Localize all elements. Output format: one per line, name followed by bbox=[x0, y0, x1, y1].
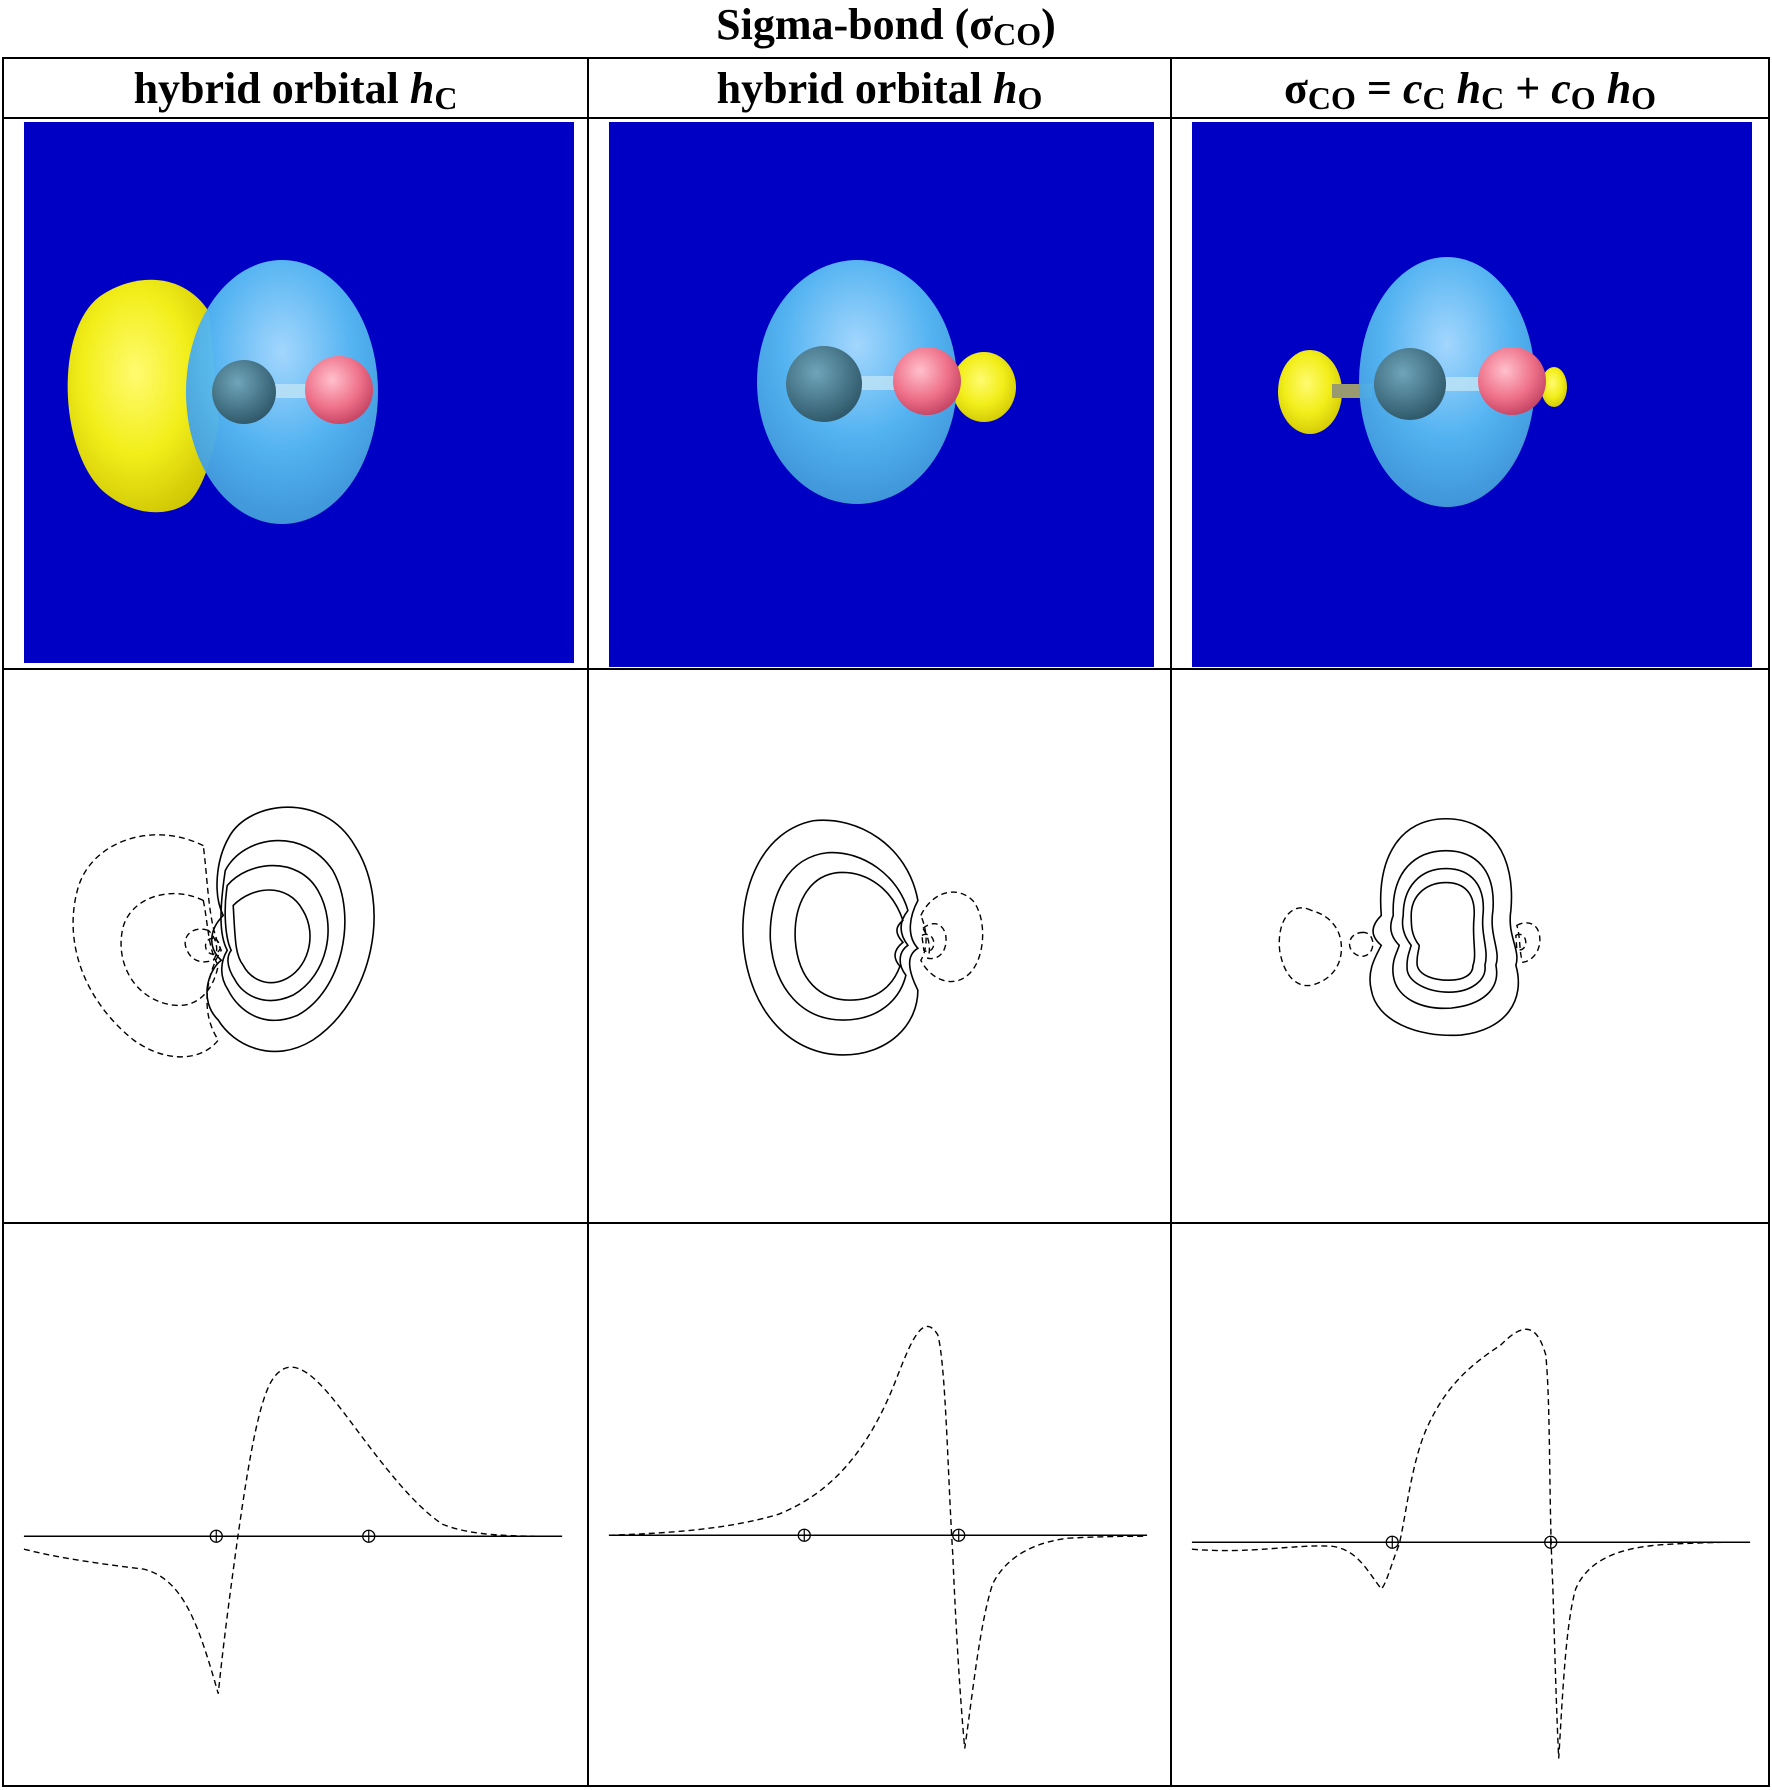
profile-cell-hc bbox=[2, 1222, 589, 1787]
contour-plot-sigma bbox=[1278, 817, 1541, 1036]
positive-contour bbox=[1369, 817, 1520, 1036]
positive-contour bbox=[794, 871, 905, 1001]
contour-row bbox=[2, 667, 1770, 1225]
positive-contour bbox=[220, 839, 346, 1021]
contour-plot-ho bbox=[742, 819, 984, 1056]
positive-contour bbox=[1410, 881, 1476, 981]
header-hybrid-c: hybrid orbital hC bbox=[2, 56, 589, 120]
contour-cell-ho bbox=[587, 667, 1172, 1225]
oxygen-atom bbox=[305, 356, 373, 425]
profile-cell-sigma bbox=[1170, 1222, 1770, 1787]
header-sigma-combination: σCO = cC hC + cO hO bbox=[1170, 56, 1770, 120]
isosurface-cell-sigma bbox=[1170, 117, 1770, 670]
negative-contour bbox=[1348, 931, 1374, 957]
header-hybrid-o: hybrid orbital hO bbox=[587, 56, 1172, 120]
isosurface-hc bbox=[67, 260, 378, 525]
isosurface-cell-ho bbox=[587, 117, 1172, 670]
carbon-atom bbox=[212, 360, 276, 425]
negative-contour bbox=[920, 891, 984, 982]
isosurface-row bbox=[2, 117, 1770, 670]
negative-contour bbox=[120, 892, 220, 1006]
positive-contour bbox=[742, 819, 920, 1056]
amplitude-curve bbox=[23, 1366, 563, 1695]
positive-contour bbox=[1401, 867, 1487, 993]
positive-contour bbox=[769, 851, 910, 1021]
contour-cell-hc bbox=[2, 667, 589, 1225]
carbon-atom bbox=[1374, 348, 1446, 421]
negative-contour bbox=[204, 937, 221, 955]
render-background bbox=[1192, 122, 1752, 668]
profile-plot-hc bbox=[23, 1366, 563, 1695]
positive-contour bbox=[224, 864, 329, 1001]
negative-contour bbox=[184, 928, 218, 963]
contour-cell-sigma bbox=[1170, 667, 1770, 1225]
negative-contour bbox=[921, 933, 935, 952]
negative-lobe bbox=[67, 279, 219, 513]
isosurface-ho bbox=[757, 260, 1016, 505]
negative-contour bbox=[1278, 906, 1343, 986]
figure-title: Sigma-bond (σCO) bbox=[0, 0, 1772, 56]
profile-plot-ho bbox=[608, 1326, 1148, 1749]
oxygen-atom bbox=[1478, 347, 1546, 416]
title-sigma: σ bbox=[969, 0, 994, 49]
oxygen-atom bbox=[893, 347, 961, 416]
carbon-atom bbox=[786, 346, 862, 423]
negative-contour bbox=[72, 833, 223, 1058]
title-text: Sigma-bond ( bbox=[716, 0, 970, 49]
profile-plot-sigma bbox=[1191, 1328, 1751, 1759]
header-row: hybrid orbital hC hybrid orbital hO σCO … bbox=[2, 56, 1770, 120]
isosurface-cell-hc bbox=[2, 117, 589, 670]
title-suffix: ) bbox=[1041, 0, 1056, 49]
isosurface-sigma bbox=[1278, 257, 1567, 508]
profile-row bbox=[2, 1222, 1770, 1787]
amplitude-curve bbox=[608, 1326, 1148, 1749]
positive-contour bbox=[232, 888, 311, 984]
positive-contour bbox=[206, 806, 375, 1052]
negative-lobe bbox=[952, 352, 1016, 423]
amplitude-curve bbox=[1191, 1328, 1751, 1759]
negative-lobe-right bbox=[1541, 367, 1567, 408]
contour-plot-hc bbox=[72, 806, 375, 1058]
profile-cell-ho bbox=[587, 1222, 1172, 1787]
negative-lobe-left bbox=[1278, 350, 1342, 435]
negative-contour bbox=[1515, 933, 1527, 951]
render-background bbox=[609, 122, 1154, 668]
negative-contour bbox=[921, 922, 947, 959]
title-subscript: CO bbox=[993, 16, 1042, 52]
positive-contour bbox=[1389, 849, 1498, 1009]
negative-contour bbox=[1516, 921, 1541, 963]
orbital-table: hybrid orbital hC hybrid orbital hO σCO … bbox=[2, 56, 1770, 1787]
render-background bbox=[24, 122, 574, 664]
